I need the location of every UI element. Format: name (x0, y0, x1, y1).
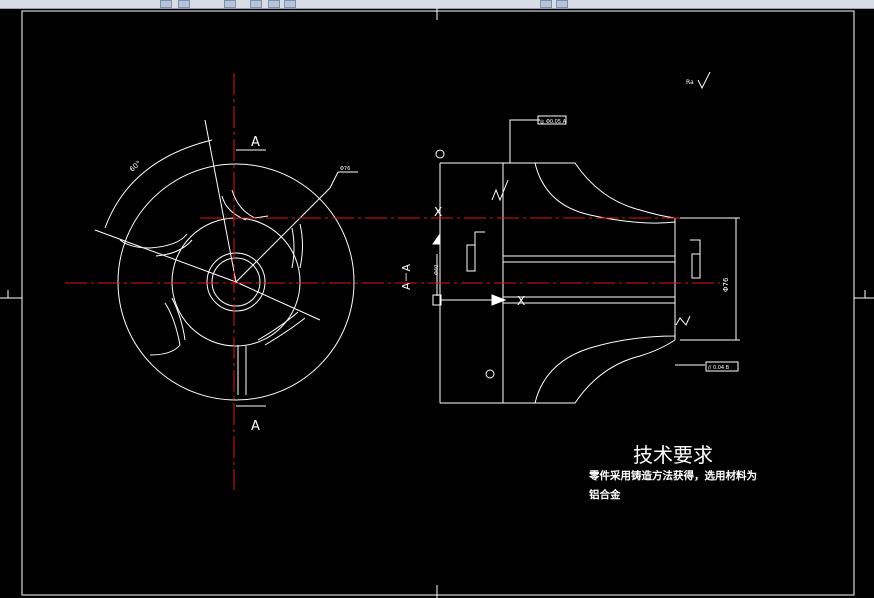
centerlines (65, 73, 720, 490)
toolbar-button[interactable] (178, 0, 190, 8)
tech-req-line-1: 零件采用铸造方法获得，选用材料为 (588, 469, 757, 482)
toolbar-button[interactable] (540, 0, 552, 8)
cad-drawing-canvas[interactable]: Φ76 60° A A Φ76 ◎ Φ0.05 A (0, 8, 874, 598)
datum-mark-lower: X (517, 294, 525, 308)
drawing-frame (0, 8, 874, 598)
section-label-top: A (251, 135, 260, 150)
impeller-front-view: Φ76 60° A A (94, 119, 358, 434)
technical-requirements: 技术要求 零件采用铸造方法获得，选用材料为 铝合金 (588, 443, 757, 501)
toolbar-button[interactable] (284, 0, 296, 8)
tech-req-title: 技术要求 (633, 443, 713, 467)
diameter-dimension: Φ76 (722, 277, 730, 292)
section-view-label: A－A (400, 263, 413, 290)
angle-dimension: 60° (128, 159, 143, 173)
general-roughness-symbol: Ra (686, 71, 711, 90)
section-view-a-a: Φ76 ◎ Φ0.05 A // 0.04 B Φ40 X X A－A (400, 115, 740, 404)
tolerance-callout-bottom: // 0.04 B (708, 365, 730, 371)
tolerance-frame-bottom (705, 361, 739, 372)
toolbar-button[interactable] (160, 0, 172, 8)
roughness-text: Ra (686, 79, 694, 86)
callout-text-front: Φ76 (340, 166, 350, 172)
toolbar-button[interactable] (224, 0, 236, 8)
tolerance-callout-top: ◎ Φ0.05 A (540, 119, 567, 125)
dimension-text-left: Φ40 (434, 265, 440, 275)
tolerance-frame-top (537, 115, 567, 125)
tech-req-line-2: 铝合金 (589, 488, 621, 501)
toolbar-button[interactable] (250, 0, 262, 8)
datum-mark-upper: X (434, 205, 442, 219)
toolbar-button[interactable] (268, 0, 280, 8)
section-label-bottom: A (251, 419, 260, 434)
toolbar-button[interactable] (556, 0, 568, 8)
